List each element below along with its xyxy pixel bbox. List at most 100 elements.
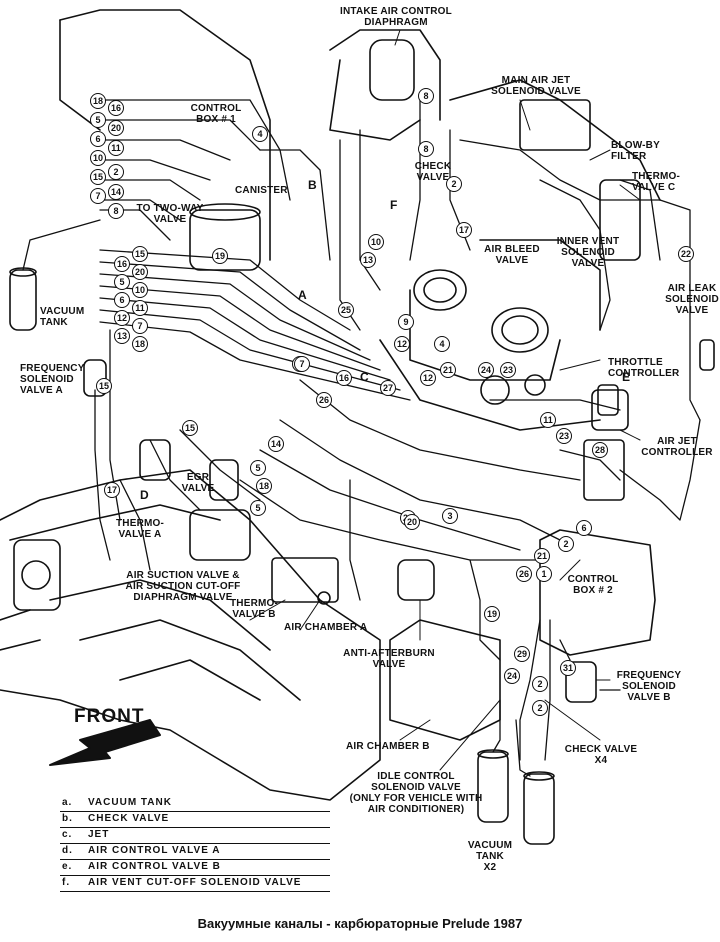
legend-key: f. bbox=[62, 877, 71, 888]
leader-lines bbox=[249, 29, 641, 771]
hose-number: 10 bbox=[90, 150, 106, 166]
label-thermo-valve-b: THERMO- VALVE B bbox=[229, 598, 279, 620]
hose-number: 1 bbox=[536, 566, 552, 582]
marker-b: b bbox=[308, 178, 317, 192]
hose-number: 12 bbox=[114, 310, 130, 326]
hose-number: 24 bbox=[504, 668, 520, 684]
hose-number: 8 bbox=[108, 203, 124, 219]
hose-number: 17 bbox=[104, 482, 120, 498]
hose-number: 4 bbox=[434, 336, 450, 352]
label-throttle-controller: THROTTLE CONTROLLER bbox=[608, 357, 680, 379]
legend-text: AIR VENT CUT-OFF SOLENOID VALVE bbox=[88, 877, 302, 888]
legend-text: AIR CONTROL VALVE B bbox=[88, 861, 221, 872]
marker-a: a bbox=[298, 288, 307, 302]
hose-number: 11 bbox=[132, 300, 148, 316]
front-arrow-icon bbox=[49, 719, 161, 766]
hose-number: 14 bbox=[268, 436, 284, 452]
hose-number: 2 bbox=[532, 676, 548, 692]
hose-number: 23 bbox=[556, 428, 572, 444]
hose-number: 31 bbox=[560, 660, 576, 676]
hose-number: 8 bbox=[418, 88, 434, 104]
hose-number: 12 bbox=[394, 336, 410, 352]
label-intake-air-control-diaphragm: INTAKE AIR CONTROL DIAPHRAGM bbox=[340, 6, 452, 28]
marker-d: d bbox=[140, 488, 149, 502]
hose-number: 11 bbox=[108, 140, 124, 156]
marker-e: e bbox=[622, 370, 631, 384]
hose-number: 10 bbox=[132, 282, 148, 298]
hose-number: 6 bbox=[90, 131, 106, 147]
hose-number: 21 bbox=[440, 362, 456, 378]
hose-number: 10 bbox=[368, 234, 384, 250]
hose-number: 18 bbox=[256, 478, 272, 494]
hose-number: 6 bbox=[114, 292, 130, 308]
label-air-leak-solenoid-valve: AIR LEAK SOLENOID VALVE bbox=[665, 283, 719, 316]
carburetor-body bbox=[379, 239, 601, 431]
marker-c: c bbox=[360, 370, 369, 384]
hose-number: 16 bbox=[108, 100, 124, 116]
hose-number: 28 bbox=[592, 442, 608, 458]
label-egr-valve: EGR VALVE bbox=[181, 472, 215, 494]
label-frequency-solenoid-valve-a: FREQUENCY SOLENOID VALVE A bbox=[20, 363, 85, 396]
hose-number: 26 bbox=[516, 566, 532, 582]
hose-number: 2 bbox=[108, 164, 124, 180]
label-control-box-1: CONTROL BOX # 1 bbox=[190, 103, 242, 125]
hose-number: 4 bbox=[252, 126, 268, 142]
hose-number: 9 bbox=[398, 314, 414, 330]
hose-number: 16 bbox=[114, 256, 130, 272]
label-thermo-valve-a: THERMO- VALVE A bbox=[115, 518, 165, 540]
hose-number: 23 bbox=[500, 362, 516, 378]
label-anti-afterburn-valve: ANTI-AFTERBURN VALVE bbox=[343, 648, 435, 670]
legend-text: CHECK VALVE bbox=[88, 813, 170, 824]
label-main-air-jet-solenoid-valve: MAIN AIR JET SOLENOID VALVE bbox=[491, 75, 581, 97]
hose-number: 20 bbox=[132, 264, 148, 280]
legend-row: a. VACUUM TANK bbox=[60, 796, 330, 812]
hose-number: 6 bbox=[576, 520, 592, 536]
hose-number: 5 bbox=[250, 500, 266, 516]
label-idle-control-solenoid-valve: IDLE CONTROL SOLENOID VALVE (ONLY FOR VE… bbox=[349, 771, 483, 815]
hose-number: 18 bbox=[132, 336, 148, 352]
label-check-valve-x4: CHECK VALVE X4 bbox=[564, 744, 638, 766]
hose-number: 15 bbox=[96, 378, 112, 394]
legend: a. VACUUM TANK b. CHECK VALVE c. JET d. … bbox=[60, 796, 330, 892]
hose-number: 5 bbox=[250, 460, 266, 476]
hose-number: 20 bbox=[404, 514, 420, 530]
hose-number: 13 bbox=[114, 328, 130, 344]
hose-number: 17 bbox=[456, 222, 472, 238]
hose-number: 19 bbox=[484, 606, 500, 622]
label-frequency-solenoid-valve-b: FREQUENCY SOLENOID VALVE B bbox=[616, 670, 682, 703]
figure-caption: Вакуумные каналы - карбюраторные Prelude… bbox=[197, 916, 523, 931]
hose-number: 29 bbox=[514, 646, 530, 662]
hose-number: 25 bbox=[338, 302, 354, 318]
hose-number: 3 bbox=[442, 508, 458, 524]
label-canister: CANISTER bbox=[235, 185, 288, 196]
label-inner-vent-solenoid-valve: INNER VENT SOLENOID VALVE bbox=[556, 236, 620, 269]
hose-number: 20 bbox=[108, 120, 124, 136]
label-vacuum-tank: VACUUM TANK bbox=[40, 306, 85, 328]
hose-number: 8 bbox=[418, 141, 434, 157]
marker-f: f bbox=[390, 198, 398, 212]
hose-number: 18 bbox=[90, 93, 106, 109]
hose-number: 24 bbox=[478, 362, 494, 378]
hose-number: 2 bbox=[446, 176, 462, 192]
hose-number: 11 bbox=[540, 412, 556, 428]
hose-number: 27 bbox=[380, 380, 396, 396]
label-air-chamber-a: AIR CHAMBER A bbox=[284, 622, 368, 633]
label-thermo-valve-c: THERMO- VALVE C bbox=[632, 171, 681, 193]
legend-key: b. bbox=[62, 813, 73, 824]
hose-number: 26 bbox=[316, 392, 332, 408]
label-air-bleed-valve: AIR BLEED VALVE bbox=[484, 244, 540, 266]
label-control-box-2: CONTROL BOX # 2 bbox=[567, 574, 619, 596]
hose-number: 21 bbox=[534, 548, 550, 564]
hose-number: 15 bbox=[90, 169, 106, 185]
label-air-chamber-b: AIR CHAMBER B bbox=[346, 741, 430, 752]
hose-number: 7 bbox=[294, 356, 310, 372]
front-label: FRONT bbox=[74, 706, 145, 727]
hose-number: 12 bbox=[420, 370, 436, 386]
hose-number: 13 bbox=[360, 252, 376, 268]
hose-number: 15 bbox=[132, 246, 148, 262]
legend-row: f. AIR VENT CUT-OFF SOLENOID VALVE bbox=[60, 876, 330, 892]
legend-text: VACUUM TANK bbox=[88, 797, 172, 808]
label-air-suction-valve: AIR SUCTION VALVE & AIR SUCTION CUT-OFF … bbox=[125, 570, 241, 603]
legend-row: b. CHECK VALVE bbox=[60, 812, 330, 828]
